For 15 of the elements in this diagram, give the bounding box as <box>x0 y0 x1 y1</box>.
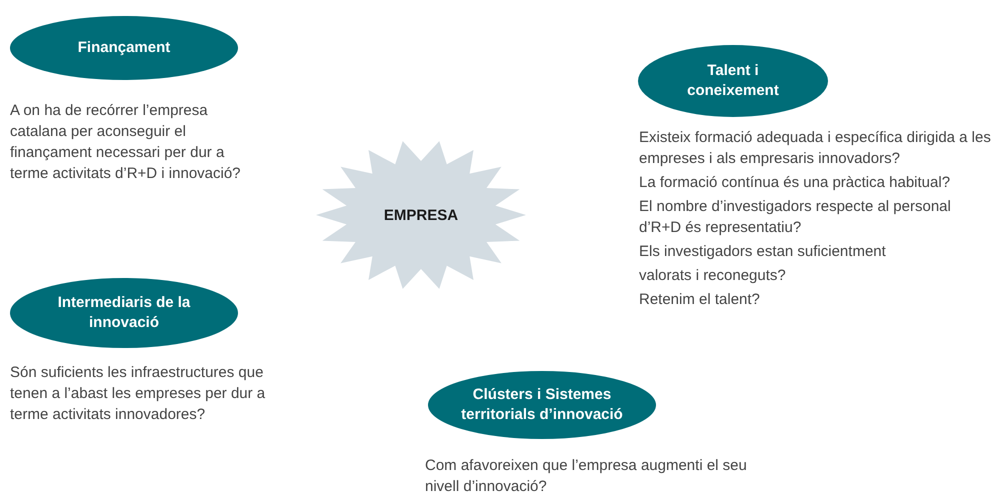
question-text: El nombre d’investigadors respecte al personal d’R+D és representatiu? <box>639 197 952 238</box>
question-text: Retenim el talent? <box>639 290 761 310</box>
node-title: Intermediaris de la innovació <box>56 293 192 333</box>
question-text: Són suficients les infraestructures que tenen a l’abast les empreses per dur a terme activitats innovadores? <box>10 363 266 425</box>
question-text: A on ha de recórrer l’empresa catalana per aconseguir el finançament necessari per dur a terme activitats d’R+D i innovació? <box>10 101 242 184</box>
starburst-shape <box>316 140 526 290</box>
question-text: Com afavoreixen que l’empresa augmenti el seu nivell d’innovació? <box>425 456 748 495</box>
node-title: EMPRESA <box>384 206 458 224</box>
node-title: Talent i coneixement <box>686 61 780 101</box>
question-text: La formació contínua és una pràctica habitual? <box>639 173 952 193</box>
question-text: Els investigadors estan suficientment <box>639 242 887 262</box>
node-title: Finançament <box>78 38 170 58</box>
node-title: Clústers i Sistemes territorials d’innovació <box>460 385 624 425</box>
question-text: Existeix formació adequada i específica dirigida a les empreses i als empresaris innovadors? <box>639 128 991 169</box>
question-text: valorats i reconeguts? <box>639 266 787 286</box>
